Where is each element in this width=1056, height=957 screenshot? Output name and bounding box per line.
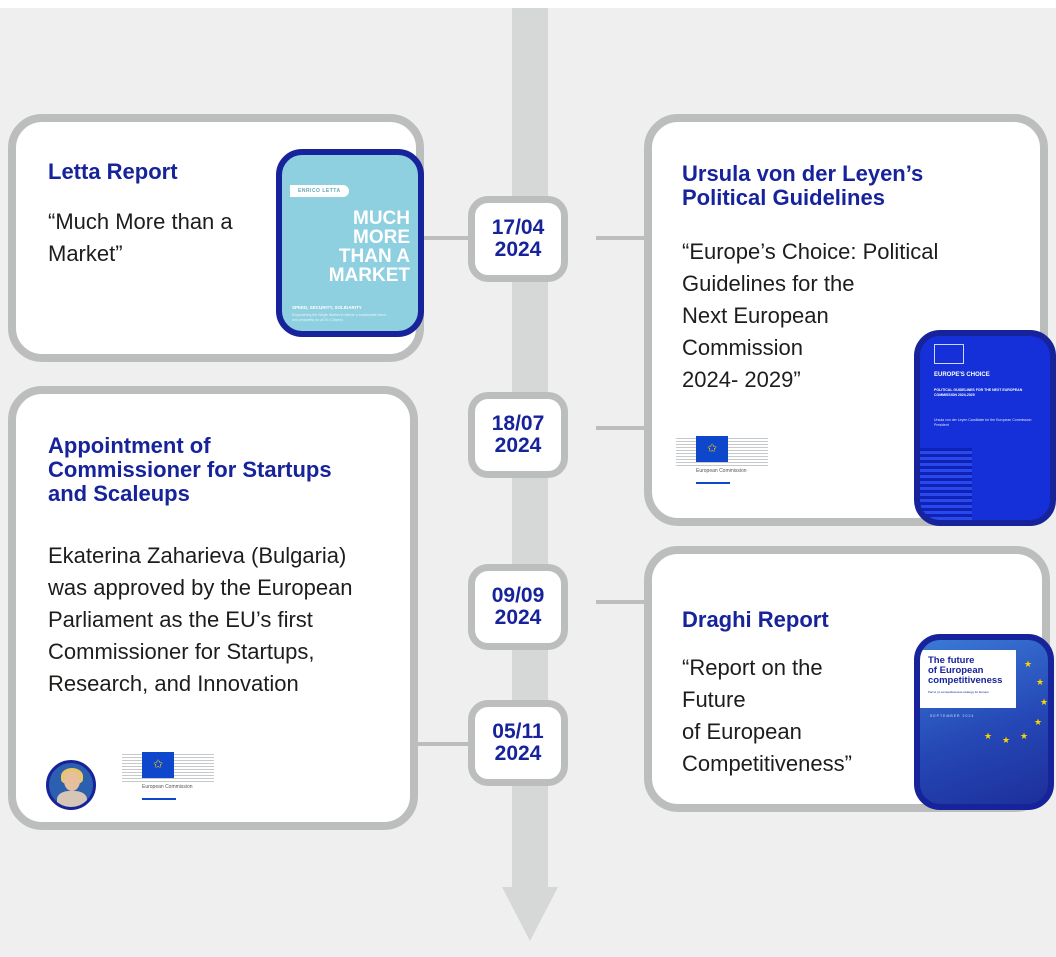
draghi-text-line: “Report on the (682, 655, 823, 680)
date-badge: 09/09 2024 (468, 564, 568, 650)
date-year: 2024 (494, 606, 542, 629)
letta-report-text: “Much More than a Market” (48, 209, 233, 266)
eu-flag-icon: ✩ (696, 436, 728, 462)
draghi-cover-subtitle: Part A | A competitiveness strategy for … (928, 690, 989, 694)
draghi-text-line: Competitiveness” (682, 751, 852, 776)
draghi-report-text: “Report on the Future of European Compet… (682, 652, 932, 780)
choice-cover-author: Ursula von der Leyen Candidate for the E… (934, 418, 1032, 427)
connector-ursula (596, 236, 652, 240)
draghi-cover-title: The future of European competitiveness (928, 656, 1002, 686)
connector-ursula-2 (596, 426, 652, 430)
ec-logo-label: European Commission (142, 784, 193, 790)
ursula-guidelines-text: “Europe’s Choice: Political Guidelines f… (682, 236, 1042, 396)
draghi-text-line: of European (682, 719, 802, 744)
letta-cover-subtitle: SPEED, SECURITY, SOLIDARITY (292, 305, 362, 310)
letta-cover-description: Empowering the Single Market to deliver … (292, 313, 387, 322)
connector-commissioner (418, 742, 470, 746)
date-badge: 18/07 2024 (468, 392, 568, 478)
european-commission-logo: ✩ European Commission (122, 748, 214, 802)
choice-cover-header: EUROPE'S CHOICE (934, 372, 990, 378)
draghi-cover-date: SEPTEMBER 2024 (930, 714, 975, 718)
eu-star-icon: ★ (1020, 731, 1029, 741)
draghi-cover-title-line: of European (928, 665, 984, 676)
eu-star-icon: ★ (1034, 717, 1043, 727)
ursula-text-line: Guidelines for the (682, 271, 855, 296)
date-year: 2024 (494, 434, 542, 457)
date-day-month: 05/11 (492, 720, 544, 743)
letta-cover-line: MORE (353, 227, 410, 248)
ursula-text-line: Commission (682, 335, 804, 360)
commissioner-text: Ekaterina Zaharieva (Bulgaria) was appro… (48, 543, 353, 696)
letta-cover-line: MARKET (328, 265, 410, 286)
date-year: 2024 (494, 238, 542, 261)
commissioner-card: Appointment of Commissioner for Startups… (8, 386, 418, 830)
ursula-text-line: 2024- 2029” (682, 367, 801, 392)
draghi-cover-title-line: The future (928, 655, 975, 666)
letta-cover-line: MUCH (353, 208, 410, 229)
draghi-report-title: Draghi Report (682, 607, 829, 632)
connector-draghi (596, 600, 652, 604)
european-commission-logo: ✩ European Commission (676, 432, 768, 486)
date-day-month: 09/09 (491, 584, 545, 607)
timeline-canvas: Letta Report “Much More than a Market” E… (0, 8, 1056, 957)
choice-cover-subtitle: POLITICAL GUIDELINES FOR THE NEXT EUROPE… (934, 388, 1023, 397)
date-day-month: 17/04 (491, 216, 545, 239)
eu-star-icon: ★ (1036, 677, 1045, 687)
ursula-guidelines-title: Ursula von der Leyen’s Political Guideli… (682, 161, 924, 210)
date-day-month: 18/07 (491, 412, 545, 435)
connector-letta (424, 236, 470, 240)
commissioner-avatar (46, 760, 96, 810)
draghi-report-cover: The future of European competitiveness P… (914, 634, 1054, 810)
eu-flag-icon (934, 344, 964, 364)
letta-cover-headline: MUCH MORE THAN A MARKET (329, 209, 410, 285)
eu-star-icon: ★ (984, 731, 993, 741)
eu-star-icon: ★ (1002, 735, 1011, 745)
draghi-text-line: Future (682, 687, 746, 712)
ursula-text-line: Next European (682, 303, 829, 328)
draghi-cover-title-line: competitiveness (928, 675, 1003, 686)
date-badge: 17/04 2024 (468, 196, 568, 282)
eu-star-icon: ★ (1040, 697, 1049, 707)
ursula-text-line: “Europe’s Choice: Political (682, 239, 939, 264)
date-badge: 05/11 2024 (468, 700, 568, 786)
commissioner-title: Appointment of Commissioner for Startups… (48, 433, 332, 506)
letta-cover-tag: ENRICO LETTA (290, 185, 349, 197)
europes-choice-cover: EUROPE'S CHOICE POLITICAL GUIDELINES FOR… (914, 330, 1056, 526)
eu-star-icon: ★ (1024, 659, 1033, 669)
letta-report-cover: ENRICO LETTA MUCH MORE THAN A MARKET SPE… (276, 149, 424, 337)
letta-report-title: Letta Report (48, 159, 178, 184)
letta-cover-line: THAN A (338, 246, 410, 267)
date-year: 2024 (494, 742, 542, 765)
eu-flag-icon: ✩ (142, 752, 174, 778)
ec-logo-label: European Commission (696, 468, 747, 474)
timeline-arrow-down-icon (502, 887, 558, 941)
